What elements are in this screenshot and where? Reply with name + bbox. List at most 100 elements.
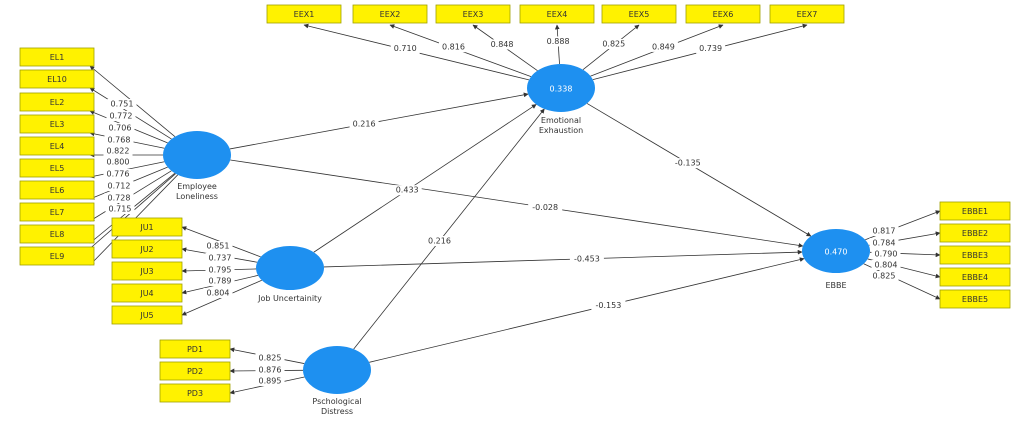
indicator-el-6[interactable]: EL5 (19, 158, 95, 178)
indicator-ju-4[interactable]: JU4 (111, 283, 183, 303)
indicator-ebbe-4-label: EBBE4 (962, 273, 988, 282)
construct-eex-r2: 0.338 (550, 85, 573, 94)
indicator-el-5[interactable]: EL4 (19, 136, 95, 156)
construct-eex-circle (527, 64, 595, 112)
indicator-el-3-box (19, 92, 95, 112)
indicator-el-2-label: EL10 (47, 75, 67, 84)
indicator-pd-1-label: PD1 (187, 345, 203, 354)
indicator-eex-3-box (435, 4, 511, 24)
indicator-eex-6-box (685, 4, 761, 24)
indicator-ebbe-1-box (939, 201, 1011, 221)
indicator-ju-5-label: JU5 (139, 311, 153, 320)
loading-el-4-bg (105, 123, 135, 133)
indicator-eex-5[interactable]: EEX5 (601, 4, 677, 24)
indicator-pd-2[interactable]: PD2 (159, 361, 231, 381)
loading-eex-4: 0.888 (543, 36, 573, 47)
loading-ju-1-bg (203, 241, 233, 251)
construct-pd-name-2: Distress (321, 407, 353, 416)
coef-el-ebbe: -0.028 (528, 202, 563, 213)
loading-eex-5-text: 0.825 (602, 40, 625, 49)
indicator-ebbe-5[interactable]: EBBE5 (939, 289, 1011, 309)
indicator-el-3[interactable]: EL2 (19, 92, 95, 112)
indicator-eex-1-label: EEX1 (294, 10, 315, 19)
coef-eex-ebbe: -0.135 (670, 158, 705, 169)
loading-el-8: 0.776 (103, 169, 133, 179)
loading-el-3: 0.772 (106, 111, 136, 121)
loading-pd-3-text: 0.895 (259, 377, 282, 386)
loading-el-11-bg (105, 204, 135, 214)
construct-pd-name-1: Pschological (312, 397, 361, 406)
indicator-el-1[interactable]: EL1 (19, 47, 95, 67)
loading-eex-4-text: 0.888 (547, 37, 570, 46)
loading-pd-2-bg (255, 365, 285, 375)
indicator-pd-3[interactable]: PD3 (159, 383, 231, 403)
loading-eex-5-bg (599, 39, 629, 50)
coef-pd-eex-bg (424, 236, 454, 247)
indicator-eex-7[interactable]: EEX7 (769, 4, 845, 24)
indicator-ebbe-5-box (939, 289, 1011, 309)
indicator-eex-3[interactable]: EEX3 (435, 4, 511, 24)
indicator-ju-2[interactable]: JU2 (111, 239, 183, 259)
indicator-ebbe-2[interactable]: EBBE2 (939, 223, 1011, 243)
indicator-el-9[interactable]: EL8 (19, 224, 95, 244)
indicator-el-7-box (19, 180, 95, 200)
indicator-el-5-box (19, 136, 95, 156)
loading-el-5-text: 0.768 (108, 136, 131, 145)
indicator-eex-2-label: EEX2 (380, 10, 401, 19)
loading-eex-5: 0.825 (599, 39, 629, 50)
loading-el-2: 0.751 (107, 99, 137, 109)
indicator-el-8[interactable]: EL7 (19, 202, 95, 222)
indicator-eex-6[interactable]: EEX6 (685, 4, 761, 24)
indicator-eex-2-box (352, 4, 428, 24)
loading-ju-3-bg (205, 265, 235, 275)
indicator-ebbe-4[interactable]: EBBE4 (939, 267, 1011, 287)
indicator-el-10[interactable]: EL9 (19, 246, 95, 266)
coef-el-ebbe-bg (528, 202, 563, 213)
loading-ju-4-bg (205, 276, 235, 286)
indicator-eex-1[interactable]: EEX1 (266, 4, 342, 24)
indicator-eex-1-box (266, 4, 342, 24)
loading-pd-1: 0.825 (255, 353, 285, 363)
indicator-el-9-box (19, 224, 95, 244)
coef-el-eex-bg (349, 119, 379, 130)
indicator-eex-7-label: EEX7 (797, 10, 818, 19)
loading-el-7: 0.800 (103, 157, 133, 167)
indicator-el-7[interactable]: EL6 (19, 180, 95, 200)
indicator-pd-3-box (159, 383, 231, 403)
indicator-el-4[interactable]: EL3 (19, 114, 95, 134)
loading-el-6-text: 0.822 (107, 147, 130, 156)
indicator-ju-1[interactable]: JU1 (111, 217, 183, 237)
indicator-ju-3[interactable]: JU3 (111, 261, 183, 281)
loading-ebbe-1: 0.817 (869, 226, 899, 236)
indicator-eex-2[interactable]: EEX2 (352, 4, 428, 24)
loading-eex-7: 0.739 (696, 43, 726, 54)
loading-ju-2-bg (205, 253, 235, 263)
loading-eex-6: 0.849 (648, 41, 678, 52)
path-pd-eex (353, 108, 545, 350)
loading-el-5-bg (104, 135, 134, 145)
indicator-ebbe-3[interactable]: EBBE3 (939, 245, 1011, 265)
indicator-pd-1[interactable]: PD1 (159, 339, 231, 359)
indicator-eex-4[interactable]: EEX4 (519, 4, 595, 24)
indicator-el-5-label: EL4 (50, 142, 65, 151)
loading-ju-1: 0.851 (203, 241, 233, 251)
indicator-ju-5[interactable]: JU5 (111, 305, 183, 325)
loading-el-7-text: 0.800 (107, 158, 130, 167)
loading-el-9: 0.712 (104, 181, 134, 191)
loading-ju-4-text: 0.789 (209, 277, 232, 286)
indicator-el-2[interactable]: EL10 (19, 69, 95, 89)
loading-ebbe-5-bg (869, 271, 899, 281)
construct-ju[interactable]: Job Uncertainity (256, 246, 324, 303)
indicator-eex-5-label: EEX5 (629, 10, 650, 19)
indicator-ebbe-1[interactable]: EBBE1 (939, 201, 1011, 221)
coef-ju-eex-bg (392, 185, 422, 196)
loading-el-6-bg (103, 146, 133, 156)
indicator-eex-3-label: EEX3 (463, 10, 484, 19)
loading-ebbe-1-text: 0.817 (873, 227, 896, 236)
indicator-ebbe-3-box (939, 245, 1011, 265)
